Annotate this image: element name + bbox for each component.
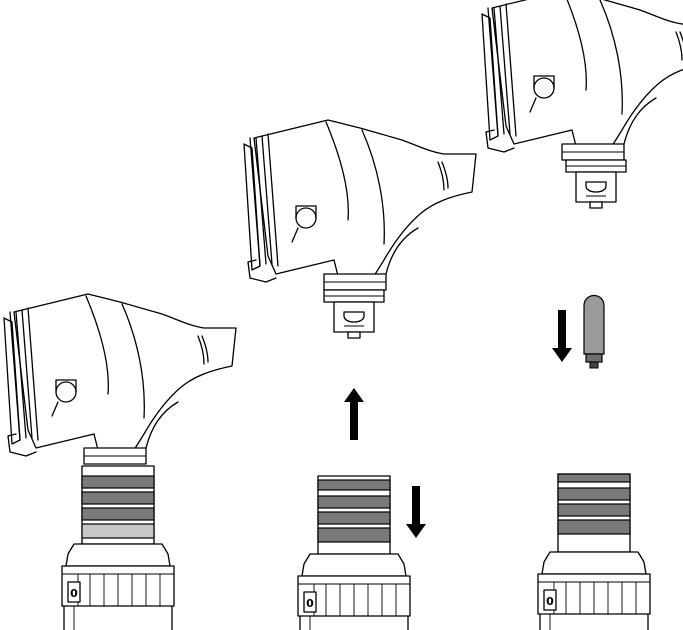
step-remove-head: 0: [243, 119, 477, 630]
otoscope-head-icon: [481, 0, 683, 161]
lamp-housing: [323, 289, 385, 339]
otoscope-head-icon: [243, 119, 477, 291]
battery-handle-icon: 0: [297, 475, 411, 630]
battery-handle-icon: 0: [537, 473, 651, 630]
dial-indicator: 0: [70, 587, 78, 600]
arrow-up-icon: [344, 388, 364, 440]
step-assembled: 0: [3, 293, 237, 630]
otoscope-head-icon: [3, 293, 237, 465]
dial-indicator: 0: [306, 597, 314, 610]
replacement-bulb-icon: [583, 294, 605, 369]
lamp-housing: [565, 159, 627, 209]
arrow-down-icon: [552, 310, 572, 362]
arrow-down-icon: [406, 486, 426, 538]
dial-indicator: 0: [546, 595, 554, 608]
step-replace-bulb: 0: [481, 0, 683, 630]
battery-handle-icon: 0: [61, 465, 175, 630]
